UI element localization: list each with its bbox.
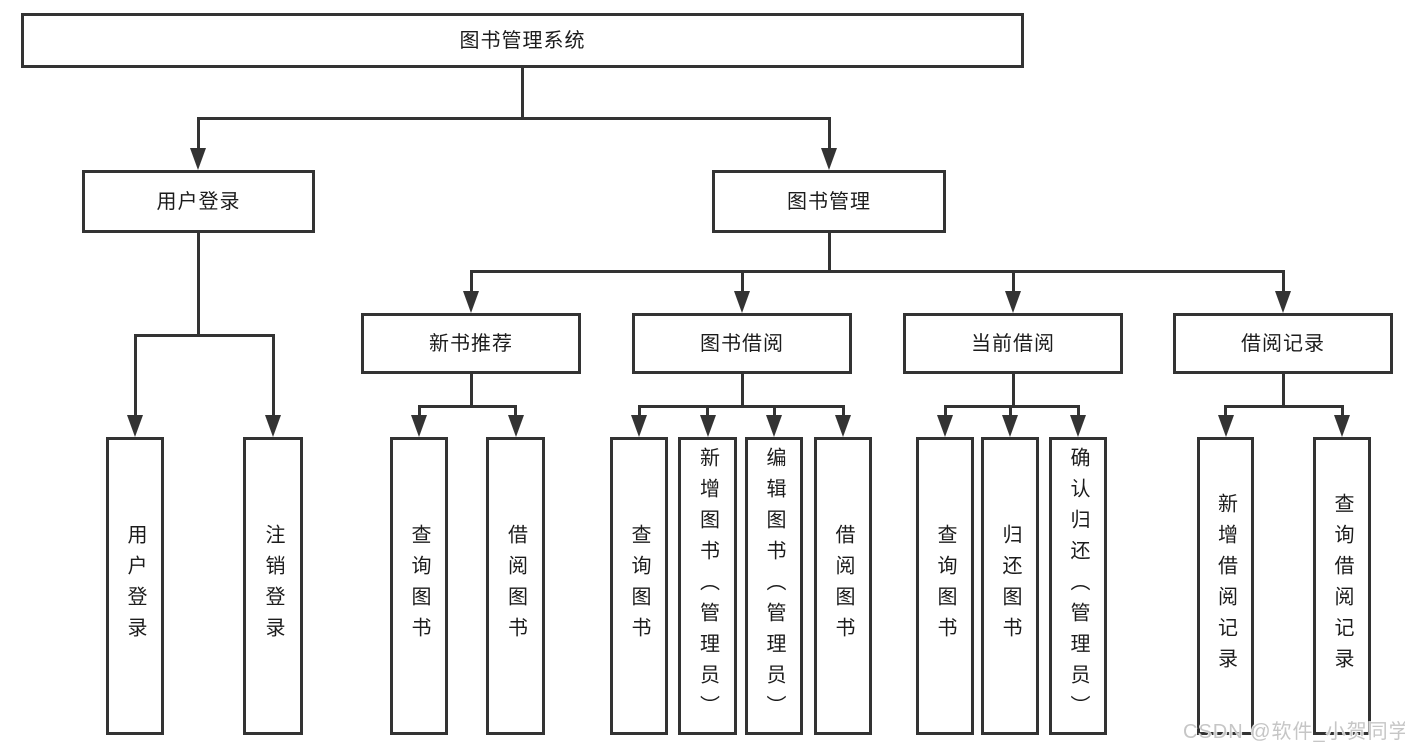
leaf-borrow-book-recommend-label: 借阅图书 bbox=[504, 524, 527, 648]
connector-vline bbox=[638, 405, 641, 417]
leaf-return-book-label: 归还图书 bbox=[999, 524, 1021, 648]
arrowhead-down-icon bbox=[127, 415, 143, 437]
arrowhead-down-icon bbox=[411, 415, 427, 437]
arrowhead-down-icon bbox=[1334, 415, 1350, 437]
connector-vline bbox=[828, 233, 831, 272]
arrowhead-down-icon bbox=[700, 415, 716, 437]
connector-vline bbox=[1077, 405, 1080, 417]
leaf-user-login-label: 用户登录 bbox=[124, 524, 146, 648]
arrowhead-down-icon bbox=[734, 291, 750, 313]
connector-vline bbox=[521, 68, 524, 118]
leaf-edit-book-admin-label: 编辑图书（管理员） bbox=[763, 446, 785, 726]
leaf-add-borrow-record: 新增借阅记录 bbox=[1197, 437, 1254, 735]
node-new-book-recommend-label: 新书推荐 bbox=[429, 332, 513, 355]
node-current-borrowing: 当前借阅 bbox=[903, 313, 1123, 374]
node-new-book-recommend: 新书推荐 bbox=[361, 313, 581, 374]
connector-vline bbox=[773, 405, 776, 417]
leaf-logout: 注销登录 bbox=[243, 437, 303, 735]
node-book-borrowing-label: 图书借阅 bbox=[700, 332, 784, 355]
arrowhead-down-icon bbox=[937, 415, 953, 437]
leaf-query-books-borrow: 查询图书 bbox=[610, 437, 668, 735]
connector-vline bbox=[1282, 374, 1285, 407]
leaf-query-borrow-record-label: 查询借阅记录 bbox=[1331, 493, 1353, 679]
arrowhead-down-icon bbox=[190, 148, 206, 170]
node-book-management: 图书管理 bbox=[712, 170, 946, 233]
connector-hline bbox=[418, 405, 517, 408]
arrowhead-down-icon bbox=[835, 415, 851, 437]
arrowhead-down-icon bbox=[463, 291, 479, 313]
arrowhead-down-icon bbox=[1070, 415, 1086, 437]
node-borrowing-records-label: 借阅记录 bbox=[1241, 332, 1325, 355]
arrowhead-down-icon bbox=[1218, 415, 1234, 437]
connector-vline bbox=[1012, 374, 1015, 407]
node-user-login-label: 用户登录 bbox=[156, 190, 241, 213]
leaf-query-borrow-record: 查询借阅记录 bbox=[1313, 437, 1371, 735]
arrowhead-down-icon bbox=[821, 148, 837, 170]
node-root-label: 图书管理系统 bbox=[459, 29, 586, 52]
leaf-query-books-current-label: 查询图书 bbox=[934, 524, 956, 648]
node-root: 图书管理系统 bbox=[21, 13, 1024, 68]
leaf-add-book-admin-label: 新增图书（管理员） bbox=[696, 446, 719, 726]
leaf-borrow-book: 借阅图书 bbox=[814, 437, 872, 735]
connector-vline bbox=[197, 233, 200, 336]
connector-vline bbox=[1282, 270, 1285, 293]
leaf-borrow-book-label: 借阅图书 bbox=[832, 524, 854, 648]
connector-vline bbox=[134, 334, 137, 416]
connector-vline bbox=[944, 405, 947, 417]
leaf-return-book: 归还图书 bbox=[981, 437, 1039, 735]
connector-vline bbox=[741, 270, 744, 293]
node-book-management-label: 图书管理 bbox=[787, 190, 871, 213]
connector-vline bbox=[741, 374, 744, 407]
node-borrowing-records: 借阅记录 bbox=[1173, 313, 1393, 374]
leaf-query-books-recommend-label: 查询图书 bbox=[408, 524, 430, 648]
arrowhead-down-icon bbox=[631, 415, 647, 437]
connector-hline bbox=[197, 117, 831, 120]
leaf-confirm-return-admin-label: 确认归还（管理员） bbox=[1067, 446, 1089, 726]
connector-hline bbox=[944, 405, 1080, 408]
leaf-query-books-recommend: 查询图书 bbox=[390, 437, 448, 735]
connector-vline bbox=[828, 117, 831, 150]
leaf-confirm-return-admin: 确认归还（管理员） bbox=[1049, 437, 1107, 735]
connector-vline bbox=[197, 117, 200, 150]
node-user-login: 用户登录 bbox=[82, 170, 315, 233]
arrowhead-down-icon bbox=[508, 415, 524, 437]
arrowhead-down-icon bbox=[1005, 291, 1021, 313]
arrowhead-down-icon bbox=[1275, 291, 1291, 313]
connector-vline bbox=[470, 374, 473, 407]
connector-hline bbox=[134, 334, 275, 337]
connector-vline bbox=[1009, 405, 1012, 417]
connector-hline bbox=[638, 405, 845, 408]
connector-vline bbox=[418, 405, 421, 417]
connector-vline bbox=[1341, 405, 1344, 417]
leaf-borrow-book-recommend: 借阅图书 bbox=[486, 437, 545, 735]
connector-vline bbox=[1224, 405, 1227, 417]
leaf-edit-book-admin: 编辑图书（管理员） bbox=[745, 437, 803, 735]
leaf-logout-label: 注销登录 bbox=[262, 524, 284, 648]
connector-hline bbox=[1224, 405, 1344, 408]
leaf-add-book-admin: 新增图书（管理员） bbox=[678, 437, 737, 735]
node-current-borrowing-label: 当前借阅 bbox=[971, 332, 1055, 355]
leaf-query-books-current: 查询图书 bbox=[916, 437, 974, 735]
leaf-user-login: 用户登录 bbox=[106, 437, 164, 735]
watermark-text: CSDN @软件_小贺同学 bbox=[1183, 721, 1405, 743]
connector-vline bbox=[842, 405, 845, 417]
arrowhead-down-icon bbox=[265, 415, 281, 437]
node-book-borrowing: 图书借阅 bbox=[632, 313, 852, 374]
arrowhead-down-icon bbox=[766, 415, 782, 437]
connector-vline bbox=[1012, 270, 1015, 293]
leaf-add-borrow-record-label: 新增借阅记录 bbox=[1214, 493, 1237, 679]
leaf-query-books-borrow-label: 查询图书 bbox=[628, 524, 650, 648]
arrowhead-down-icon bbox=[1002, 415, 1018, 437]
connector-vline bbox=[514, 405, 517, 417]
connector-vline bbox=[706, 405, 709, 417]
connector-vline bbox=[470, 270, 473, 293]
connector-hline bbox=[470, 270, 1284, 273]
connector-vline bbox=[272, 334, 275, 416]
